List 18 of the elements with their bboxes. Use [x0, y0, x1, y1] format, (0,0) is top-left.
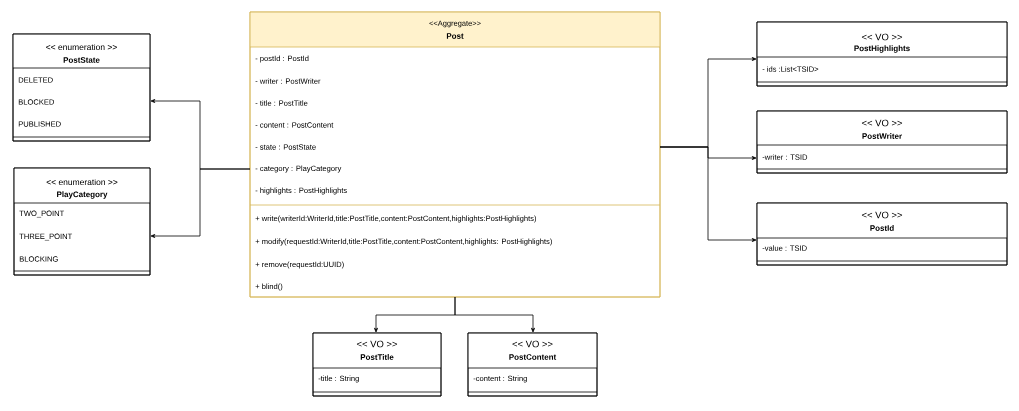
class-box	[467, 332, 598, 397]
class-box	[13, 167, 151, 276]
class-box	[756, 110, 1008, 174]
arrow	[454, 296, 535, 333]
class-box	[756, 202, 1008, 266]
stereotype-label: << enumeration >>	[46, 43, 117, 51]
arrow	[150, 168, 251, 238]
class-box	[249, 11, 661, 298]
stereotype-label: << VO >>	[861, 33, 903, 41]
class-box	[12, 33, 151, 142]
stereotype-label: << VO >>	[356, 340, 398, 348]
stereotype-label: << VO >>	[512, 340, 553, 348]
class-box	[312, 332, 442, 397]
stereotype-label: << VO >>	[861, 211, 903, 219]
class-box	[756, 21, 1008, 87]
stereotype-label: << VO >>	[861, 119, 903, 127]
arrow	[659, 146, 757, 242]
stereotype-label: << enumeration >>	[46, 178, 118, 186]
